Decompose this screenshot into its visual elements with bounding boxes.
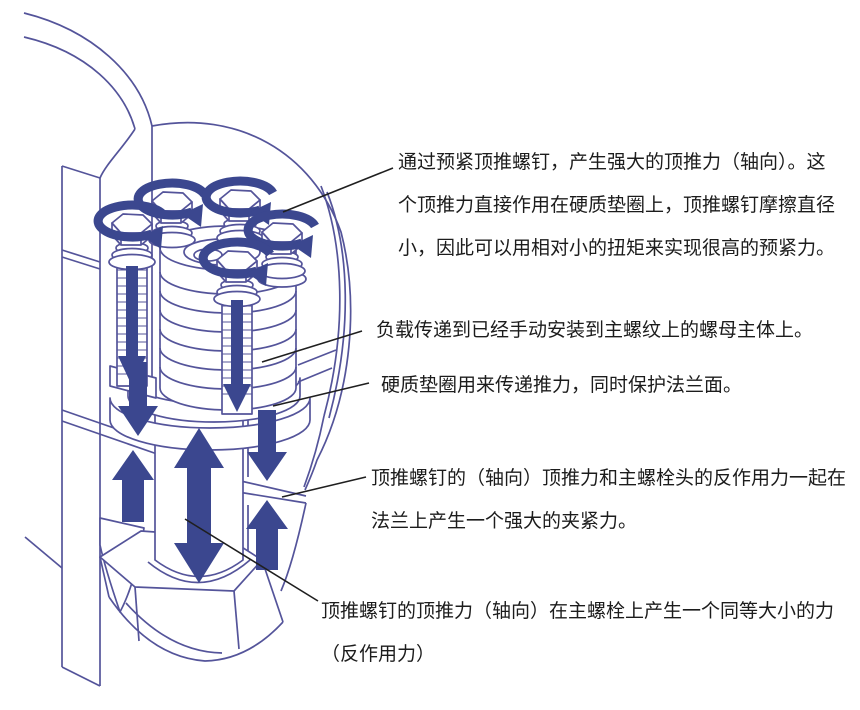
down-force-arrow-icon xyxy=(223,300,251,412)
leader-lines xyxy=(184,167,394,602)
annotation-hard-washer-text: 硬质垫圈用来传递推力，同时保护法兰面。 xyxy=(381,375,743,396)
leader-clamping-force xyxy=(281,476,367,498)
up-force-arrow-icon xyxy=(246,500,288,570)
down-force-arrow-icon xyxy=(118,266,146,386)
vessel-shell xyxy=(23,12,153,179)
flange-gap xyxy=(231,478,307,497)
jackbolt xyxy=(108,213,156,271)
down-force-arrow-icon xyxy=(118,362,158,436)
force-arrows xyxy=(98,181,315,583)
leader-reaction-force xyxy=(184,518,319,602)
leader-preload xyxy=(282,167,394,213)
annotation-clamping-force-text: 顶推螺钉的（轴向）顶推力和主螺栓头的反作用力一起在 法兰上产生一个强大的夹紧力。 xyxy=(371,468,847,532)
leader-load-transfer xyxy=(261,330,363,363)
down-force-arrow-icon xyxy=(247,410,287,481)
annotation-preload-text: 通过预紧顶推螺钉，产生强大的顶推力（轴向）。这 个顶推力直接作用在硬质垫圈上，顶… xyxy=(398,152,836,259)
annotation-load-transfer-text: 负载传递到已经手动安装到主螺纹上的螺母主体上。 xyxy=(376,320,814,341)
annotation-reaction-force-text: 顶推螺钉的顶推力（轴向）在主螺栓上产生一个同等大小的力 （反作用力） xyxy=(321,601,835,665)
up-force-arrow-icon xyxy=(112,450,154,522)
leader-hard-washer xyxy=(272,382,370,407)
double-axial-arrow-icon xyxy=(174,428,224,583)
flange xyxy=(151,121,352,592)
